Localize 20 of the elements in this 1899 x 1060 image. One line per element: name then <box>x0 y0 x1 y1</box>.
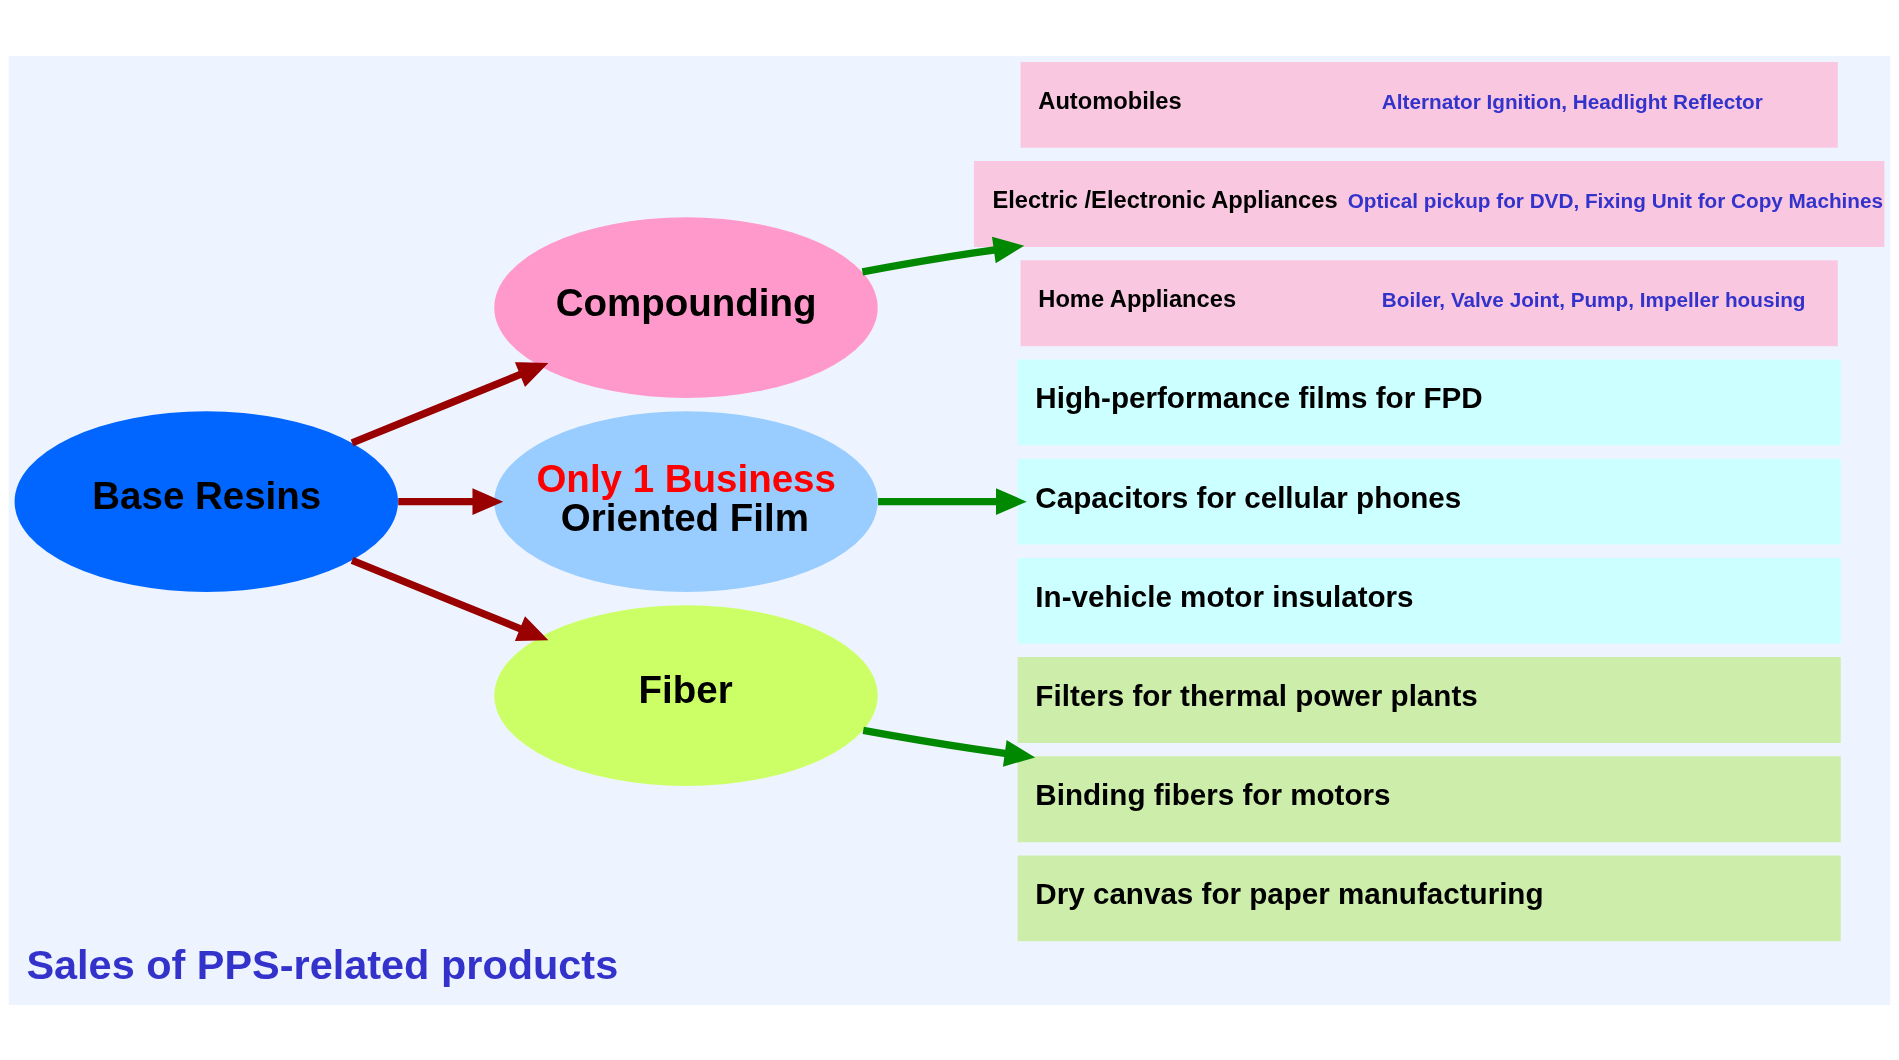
node-ellipse: Only 1 Business Oriented Film <box>494 410 878 592</box>
node-box: Home Appliances Boiler, Valve Joint, Pump, Impeller housing <box>1020 259 1838 346</box>
arrow <box>878 487 1027 515</box>
node-box: Binding fibers for motors <box>1017 755 1841 842</box>
arrow <box>861 236 1025 275</box>
arrow <box>350 556 549 641</box>
arrow <box>398 487 504 515</box>
arrow <box>862 726 1036 767</box>
node-ellipse: Compounding <box>494 216 878 398</box>
node-ellipse: Base Resins <box>14 410 398 592</box>
node-box: In-vehicle motor insulators <box>1017 557 1841 644</box>
arrow <box>350 361 549 446</box>
node-box: Capacitors for cellular phones <box>1017 458 1841 545</box>
node-box: Dry canvas for paper manufacturing <box>1017 854 1841 941</box>
node-box: Automobiles Alternator Ignition, Headlight Reflector <box>1020 61 1838 148</box>
node-ellipse: Fiber <box>494 604 878 786</box>
node-box: Filters for thermal power plants <box>1017 656 1841 743</box>
node-box: High-performance films for FPD <box>1017 359 1841 445</box>
caption: Sales of PPS-related products <box>26 940 619 988</box>
node-box: Electric /Electronic Appliances Optical pickup for DVD, Fixing Unit for Copy Machines <box>973 160 1885 247</box>
